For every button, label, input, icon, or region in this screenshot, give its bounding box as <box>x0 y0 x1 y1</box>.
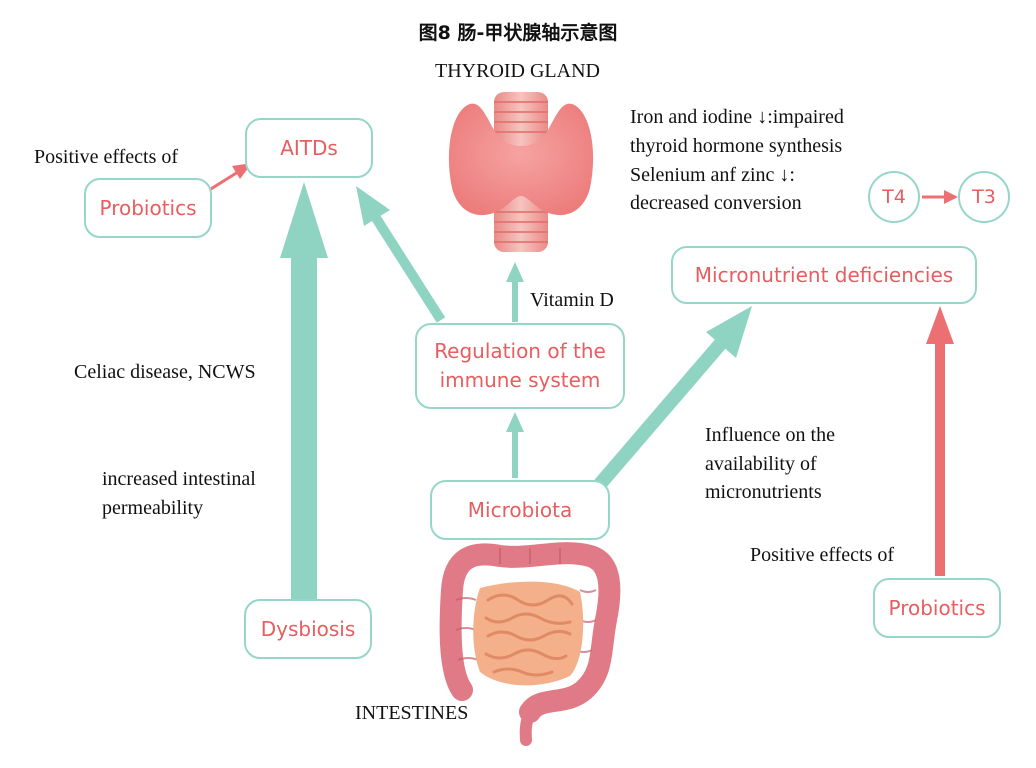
regulation-immune-box: Regulation of the immune system <box>415 323 625 409</box>
t4-circle: T4 <box>868 171 920 223</box>
arrow-regulation-to-aitds <box>356 186 446 323</box>
iron-iodine-label-line1: Iron and iodine ↓:impaired <box>630 106 844 128</box>
aitds-box-label: AITDs <box>280 135 338 160</box>
iron-iodine-label-line2: thyroid hormone synthesis <box>630 135 843 157</box>
probiotics-right-box: Probiotics <box>873 578 1001 638</box>
thyroid-gland-label: THYROID GLAND <box>435 60 600 82</box>
celiac-label: Celiac disease, NCWS <box>74 361 256 383</box>
t3-circle: T3 <box>958 171 1010 223</box>
dysbiosis-box-label: Dysbiosis <box>260 616 356 641</box>
thyroid-gland-illustration <box>448 92 594 252</box>
arrow-regulation-to-thyroid <box>506 262 524 322</box>
influence-label-line2: availability of <box>705 453 817 475</box>
regulation-box-label-line1: Regulation of the <box>434 339 606 363</box>
vitamin-d-label: Vitamin D <box>530 289 614 311</box>
positive-effects-right-label: Positive effects of <box>750 544 895 566</box>
arrow-microbiota-to-micronutrient <box>594 306 752 489</box>
permeability-label-line1: increased intestinal <box>102 468 256 490</box>
microbiota-box: Microbiota <box>430 480 610 540</box>
positive-effects-left-label: Positive effects of <box>34 146 179 168</box>
t4-label: T4 <box>882 186 906 208</box>
arrow-t4-to-t3 <box>922 190 958 204</box>
selenium-zinc-label-line2: decreased conversion <box>630 192 802 214</box>
probiotics-left-box-label: Probiotics <box>99 195 197 220</box>
selenium-zinc-label-line1: Selenium anf zinc ↓: <box>630 164 795 186</box>
intestines-illustration <box>439 542 621 746</box>
micronutrient-deficiencies-box: Micronutrient deficiencies <box>671 246 977 304</box>
arrow-probiotics-to-micronutrient <box>926 306 954 576</box>
t3-label: T3 <box>972 186 996 208</box>
intestines-label: INTESTINES <box>355 702 469 724</box>
probiotics-left-box: Probiotics <box>84 178 212 238</box>
dysbiosis-box: Dysbiosis <box>244 599 372 659</box>
diagram-title: 图8 肠-甲状腺轴示意图 <box>418 22 618 44</box>
micronutrient-box-label: Micronutrient deficiencies <box>694 262 954 287</box>
probiotics-right-box-label: Probiotics <box>888 595 986 620</box>
regulation-box-label-line2: immune system <box>439 368 601 392</box>
arrow-dysbiosis-to-aitds <box>280 182 328 600</box>
influence-label-line1: Influence on the <box>705 424 835 446</box>
microbiota-box-label: Microbiota <box>467 497 573 522</box>
influence-label-line3: micronutrients <box>705 481 822 503</box>
arrow-microbiota-to-regulation <box>506 412 524 478</box>
aitds-box: AITDs <box>245 118 373 178</box>
permeability-label-line2: permeability <box>102 497 204 519</box>
